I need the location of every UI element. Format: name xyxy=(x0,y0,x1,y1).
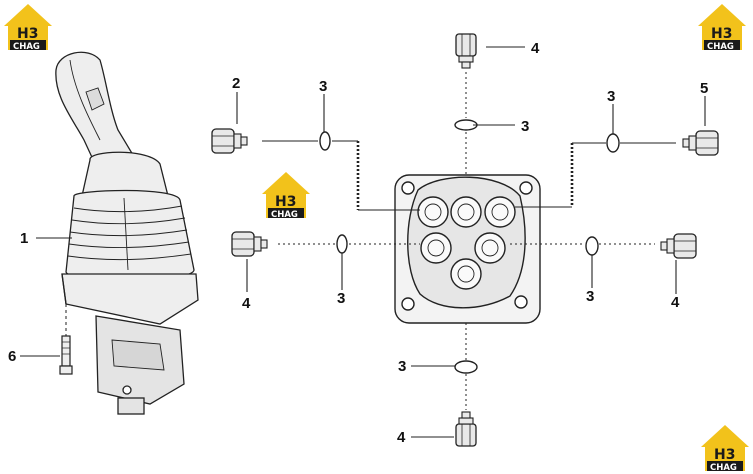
callout-oring-top-left: 3 xyxy=(319,78,327,95)
fitting-top-right xyxy=(682,130,719,156)
oring-top-right xyxy=(606,133,620,153)
callout-bolt: 6 xyxy=(8,348,16,365)
leader-lines xyxy=(20,46,706,438)
logo-text: CHAG xyxy=(13,42,40,52)
logo-text: CHAG xyxy=(710,463,737,473)
logo-mark: H3 xyxy=(714,447,735,463)
callout-oring-left: 3 xyxy=(337,290,345,307)
joystick-assembly xyxy=(55,51,199,415)
logo-top-left: H3 CHAG xyxy=(4,4,52,52)
fitting-left xyxy=(231,231,268,257)
logo-mark: H3 xyxy=(17,26,38,42)
o-rings xyxy=(319,119,620,374)
callout-oring-top-right: 3 xyxy=(607,88,615,105)
logo-bottom-right: H3 CHAG xyxy=(701,425,749,473)
logo-text: CHAG xyxy=(707,42,734,52)
oring-bottom xyxy=(454,360,478,374)
callout-top-left-fitting: 2 xyxy=(232,75,240,92)
callout-joystick: 1 xyxy=(20,230,28,247)
logo-top-right: H3 CHAG xyxy=(698,4,746,52)
valve-block xyxy=(394,174,541,324)
callout-top-right-fitting: 5 xyxy=(700,80,708,97)
logo-text: CHAG xyxy=(271,210,298,220)
fitting-top-left xyxy=(211,128,248,154)
callout-top-fitting: 4 xyxy=(531,40,540,57)
callout-bottom-fitting: 4 xyxy=(397,429,406,446)
logo-mark: H3 xyxy=(275,194,296,210)
oring-left xyxy=(336,234,348,254)
connection-lines xyxy=(262,72,676,410)
fitting-top xyxy=(455,33,477,69)
logo-center: H3 CHAG xyxy=(262,172,310,220)
callout-right-fitting: 4 xyxy=(671,294,680,311)
callout-left-fitting: 4 xyxy=(242,295,251,312)
oring-right xyxy=(585,236,599,256)
callout-oring-bottom: 3 xyxy=(398,358,406,375)
oring-top-left xyxy=(319,131,331,151)
logo-mark: H3 xyxy=(711,26,732,42)
bolt xyxy=(59,304,73,375)
fitting-bottom xyxy=(455,411,477,447)
callout-oring-top: 3 xyxy=(521,118,529,135)
fitting-right xyxy=(660,233,697,259)
callout-oring-right: 3 xyxy=(586,288,594,305)
